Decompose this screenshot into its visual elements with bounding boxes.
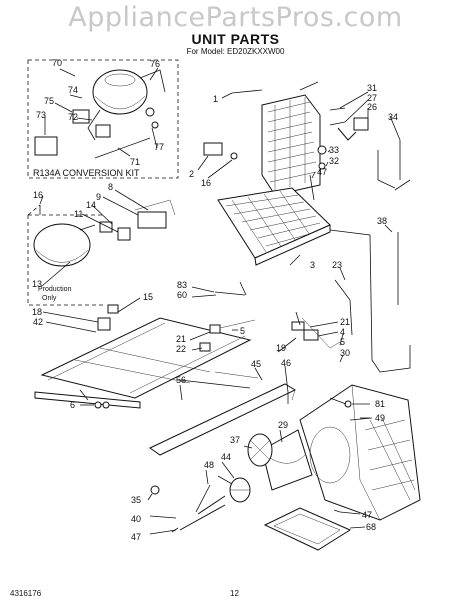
callout-75: 75 <box>44 96 54 106</box>
callout-30: 30 <box>340 348 350 358</box>
callout-49: 49 <box>375 413 385 423</box>
drain-pan-shape <box>263 507 352 551</box>
callout-76: 76 <box>150 59 160 69</box>
production-note-line1: Production <box>38 286 72 293</box>
production-compressor-shape <box>33 223 91 267</box>
callout-60: 60 <box>177 290 187 300</box>
compressor-shape <box>92 69 148 115</box>
callout-74: 74 <box>68 85 78 95</box>
callout-26: 26 <box>367 102 377 112</box>
callout-21-left: 21 <box>176 334 186 344</box>
callout-11: 11 <box>74 209 83 219</box>
callout-19: 19 <box>276 343 286 353</box>
callout-34: 34 <box>388 112 398 122</box>
callout-5-right: 5 <box>340 337 345 347</box>
callout-3: 3 <box>310 260 315 270</box>
drain-pan-group <box>263 507 366 551</box>
callout-23: 23 <box>332 260 342 270</box>
callout-5-center: 5 <box>240 326 245 336</box>
callout-83: 83 <box>177 280 187 290</box>
production-compressor-group <box>27 189 176 333</box>
callout-33: 33 <box>329 145 339 155</box>
capacitor-shape <box>34 136 58 156</box>
page-title: UNIT PARTS <box>191 31 280 47</box>
callout-81: 81 <box>375 399 385 409</box>
callout-35: 35 <box>131 495 141 505</box>
callout-72: 72 <box>68 112 78 122</box>
callout-47-top: 47 <box>317 167 327 177</box>
callout-8: 8 <box>108 182 113 192</box>
callout-73: 73 <box>36 110 46 120</box>
callout-68: 68 <box>366 522 376 532</box>
callout-14: 14 <box>86 200 96 210</box>
fan-motor-group <box>147 429 313 535</box>
callout-16-top: 16 <box>201 178 211 188</box>
callout-44: 44 <box>221 452 231 462</box>
relay-shape <box>72 109 90 124</box>
callout-42: 42 <box>33 317 43 327</box>
callout-47-right: 47 <box>362 510 372 520</box>
callout-29: 29 <box>278 420 288 430</box>
callout-9: 9 <box>96 192 101 202</box>
document-number: 4316176 <box>10 589 42 598</box>
callout-48: 48 <box>204 460 214 470</box>
callout-45: 45 <box>251 359 261 369</box>
callout-4: 4 <box>340 327 345 337</box>
callout-56: 56 <box>176 375 186 385</box>
callout-13: 13 <box>32 279 42 289</box>
callout-47-left: 47 <box>131 532 141 542</box>
right-top-parts <box>309 91 411 201</box>
callout-1: 1 <box>213 94 218 104</box>
callout-32: 32 <box>329 156 339 166</box>
callout-70: 70 <box>52 58 62 68</box>
base-frame-group <box>34 317 259 409</box>
kit-boundary <box>27 59 179 179</box>
production-note-line2: Only <box>42 295 57 302</box>
callout-18: 18 <box>32 307 42 317</box>
callout-77: 77 <box>154 142 164 152</box>
model-subtitle: For Model: ED20ZKXXW00 <box>186 47 285 56</box>
callout-40: 40 <box>131 514 141 524</box>
callout-6: 6 <box>70 400 75 410</box>
callout-22: 22 <box>176 344 186 354</box>
kit-label: R134A CONVERSION KIT <box>33 168 140 178</box>
part-18-shape <box>97 317 111 331</box>
callout-71: 71 <box>130 157 140 167</box>
callout-46: 46 <box>281 358 291 368</box>
callout-16-left: 16 <box>33 190 43 200</box>
callout-38: 38 <box>377 216 387 226</box>
watermark: AppliancePartsPros.com <box>68 2 403 33</box>
callout-27: 27 <box>367 93 377 103</box>
fan-shroud-group <box>299 384 421 521</box>
callout-15: 15 <box>143 292 153 302</box>
callout-2: 2 <box>189 169 194 179</box>
tubing-group <box>329 224 411 373</box>
callout-31: 31 <box>367 83 377 93</box>
page-number: 12 <box>230 589 239 598</box>
callout-37: 37 <box>230 435 240 445</box>
center-small-parts <box>189 281 341 353</box>
condenser-group <box>217 187 331 266</box>
compressor-kit-group <box>27 59 179 179</box>
base-rail-group <box>149 365 297 456</box>
callout-21-right: 21 <box>340 317 350 327</box>
evaporator-group <box>197 81 321 196</box>
